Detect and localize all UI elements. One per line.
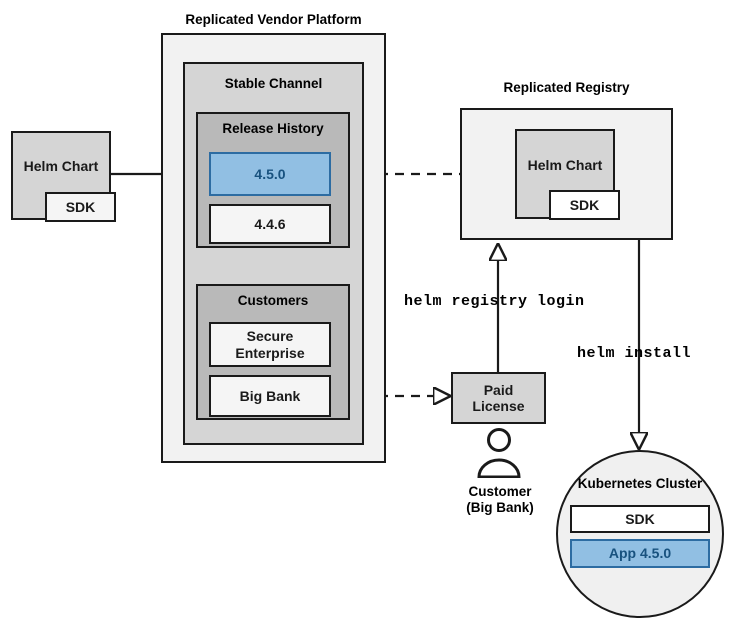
cluster-item-sdk-label: SDK bbox=[625, 510, 655, 527]
customer-secure-enterprise-label: Secure Enterprise bbox=[235, 328, 305, 361]
customers-label: Customers bbox=[237, 293, 309, 308]
source-helm-chart-label: Helm Chart bbox=[23, 158, 99, 175]
cluster-item-app: App 4.5.0 bbox=[570, 539, 710, 568]
kubernetes-cluster-circle bbox=[556, 450, 724, 618]
person-icon bbox=[477, 428, 521, 478]
paid-license-box: Paid License bbox=[451, 372, 546, 424]
command-helm-install: helm install bbox=[577, 345, 692, 362]
registry-title: Replicated Registry bbox=[503, 80, 630, 95]
registry-sdk-label: SDK bbox=[569, 196, 600, 213]
cluster-item-sdk: SDK bbox=[570, 505, 710, 533]
release-history-label: Release History bbox=[222, 121, 324, 136]
cluster-item-app-label: App 4.5.0 bbox=[608, 545, 672, 562]
customer-actor-label-line2: (Big Bank) bbox=[466, 500, 534, 515]
customer-big-bank-label: Big Bank bbox=[239, 387, 301, 404]
command-helm-registry-login: helm registry login bbox=[404, 293, 585, 310]
customer-secure-enterprise[interactable]: Secure Enterprise bbox=[209, 322, 331, 367]
paid-license-label: Paid License bbox=[472, 381, 525, 414]
kubernetes-cluster-label: Kubernetes Cluster bbox=[577, 476, 703, 491]
source-sdk-label: SDK bbox=[65, 198, 96, 215]
source-sdk-box: SDK bbox=[45, 192, 116, 222]
release-item-4-4-6-label: 4.4.6 bbox=[254, 215, 286, 232]
vendor-platform-title: Replicated Vendor Platform bbox=[185, 12, 362, 27]
release-item-4-4-6[interactable]: 4.4.6 bbox=[209, 204, 331, 244]
registry-helm-chart-label: Helm Chart bbox=[527, 156, 603, 173]
customer-actor-label-line1: Customer bbox=[468, 484, 532, 499]
customer-big-bank[interactable]: Big Bank bbox=[209, 375, 331, 417]
release-item-4-5-0[interactable]: 4.5.0 bbox=[209, 152, 331, 196]
registry-sdk-box: SDK bbox=[549, 190, 620, 220]
stable-channel-label: Stable Channel bbox=[224, 76, 323, 91]
release-item-4-5-0-label: 4.5.0 bbox=[254, 165, 286, 182]
